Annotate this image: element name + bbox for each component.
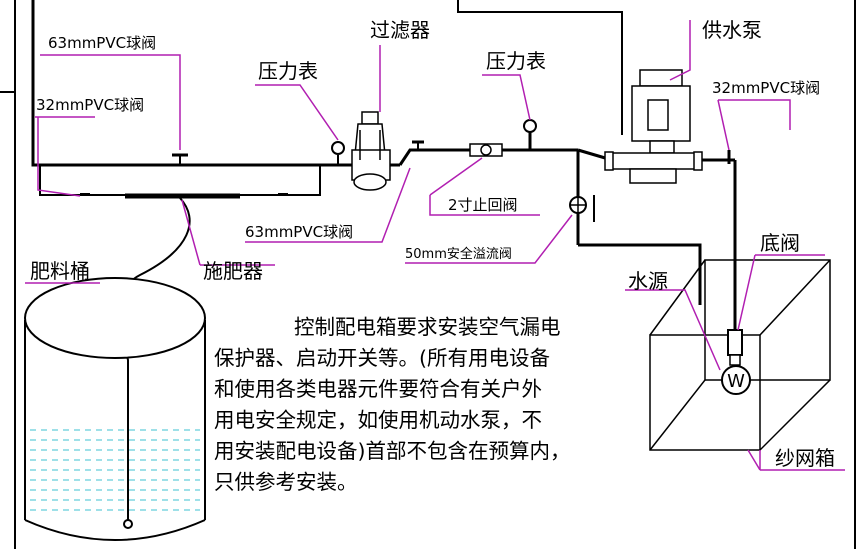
label-safety-valve: 50mm安全溢流阀 xyxy=(405,246,512,262)
label-ball-valve-32-right: 32mmPVC球阀 xyxy=(712,79,820,97)
label-ball-valve-63-bottom: 63mmPVC球阀 xyxy=(245,223,353,241)
water-surface xyxy=(30,429,200,511)
note-line-2: 保护器、启动开关等。(所有用电设备 xyxy=(214,346,550,370)
label-pump: 供水泵 xyxy=(702,18,762,42)
water-meter: W xyxy=(721,365,751,395)
pressure-gauge-left xyxy=(331,141,345,165)
note-line-1: 控制配电箱要求安装空气漏电 xyxy=(294,315,561,339)
label-fertilizer-applicator: 施肥器 xyxy=(203,259,263,283)
note-line-5: 用安装配电设备)首部不包含在预算内， xyxy=(214,439,571,463)
ball-valve-63-mid xyxy=(412,140,424,150)
note-line-4: 用电安全规定，如使用机动水泵，不 xyxy=(214,408,542,432)
label-check-valve: 2寸止回阀 xyxy=(448,196,518,214)
pressure-gauge-right xyxy=(523,119,537,133)
label-ball-valve-63-top: 63mmPVC球阀 xyxy=(48,34,156,52)
screen-box xyxy=(649,259,831,451)
note-line-3: 和使用各类电器元件要符合有关户外 xyxy=(214,377,542,401)
label-ball-valve-32-left: 32mmPVC球阀 xyxy=(36,96,144,114)
meter-symbol: W xyxy=(727,371,745,392)
foot-valve xyxy=(727,329,743,366)
safety-relief-valve xyxy=(569,195,595,222)
leader-lines xyxy=(25,20,845,471)
installation-note: 控制配电箱要求安装空气漏电 保护器、启动开关等。(所有用电设备 和使用各类电器元… xyxy=(214,312,634,498)
note-line-6: 只供参考安装。 xyxy=(214,470,358,494)
label-screen-box: 纱网箱 xyxy=(775,446,835,470)
label-filter: 过滤器 xyxy=(370,18,430,42)
fertilizer-tank xyxy=(24,277,206,541)
label-fertilizer-tank: 肥料桶 xyxy=(30,259,90,283)
label-pressure-gauge-left: 压力表 xyxy=(258,59,318,83)
check-valve xyxy=(469,143,503,157)
label-foot-valve: 底阀 xyxy=(760,231,800,255)
label-water-source: 水源 xyxy=(628,269,668,293)
filter-unit xyxy=(351,111,391,191)
label-pressure-gauge-right: 压力表 xyxy=(486,49,546,73)
supply-pump xyxy=(604,69,703,184)
